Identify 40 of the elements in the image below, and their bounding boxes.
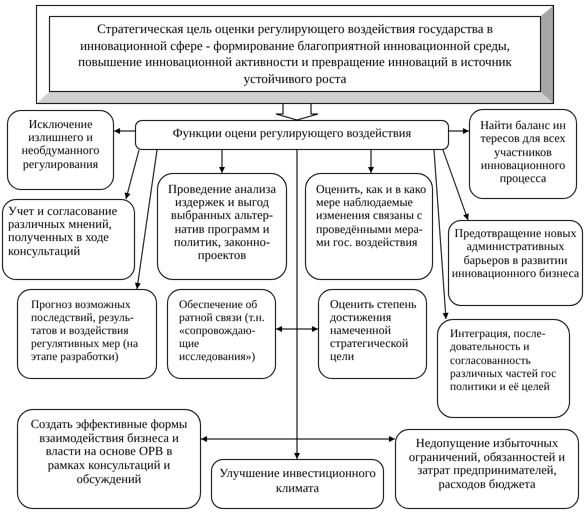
rounded-box (395, 429, 579, 509)
box-text: Исключение излишнего и необдуманного регулирования (20, 118, 100, 171)
rounded-box (17, 289, 157, 379)
rounded-box (135, 120, 449, 150)
rounded-box (211, 459, 384, 509)
block-arrow (276, 104, 318, 121)
arrow (368, 150, 374, 174)
rounded-box (157, 173, 287, 280)
rounded-box (7, 110, 114, 190)
box-text: Оценить, как и в како мере наблюдаемые изменения связаны с проведёнными мера- ми гос. воздействия (316, 183, 428, 250)
arrow (219, 150, 225, 174)
arrow (442, 150, 469, 220)
rounded-box (2, 199, 135, 280)
rounded-box (17, 409, 201, 509)
box-text: Функции оцени регулирующего воздействия (172, 127, 412, 140)
banner-text: Стратегическая цель оценки регулирующего воздействия государства в инновационной сфере - формирование благоприятной инновационной среды, повышение инновационной активности и превращение инноваций в источник устойчивого роста (77, 21, 513, 87)
rounded-box (448, 220, 583, 306)
box-text: Прогноз возможных последствий, резуль- татов и воздействия регулятивных мер (на этапе разработки) (31, 299, 140, 364)
rounded-box (167, 289, 276, 379)
rounded-box (318, 289, 427, 379)
box-text: Обеспечение об ратной связи (т.н. «сопровождаю- щие исследования») (179, 299, 266, 364)
box-text: Недопущение избыточных ограничений, обязанностей и затрат предпринимателей, расходов бюджета (408, 437, 566, 492)
box-text: Проведение анализа издержек и выгод выбранных альтер- натив программ и политик, законно- проектов (166, 183, 277, 262)
rounded-box (305, 173, 433, 280)
box-text: Оценить степень достижения намеченной стратегической цели (330, 298, 418, 364)
arrow (124, 150, 140, 200)
box-text: Учет и согласование различных мнений, полученных в ходе консультаций (8, 205, 118, 258)
arrow (114, 128, 136, 134)
arrow (294, 150, 300, 460)
box-text: Создать эффективные формы взаимодействия бизнеса и власти на основе ОРВ в рамках консультаций и обсуждений (30, 418, 188, 487)
box-text: Улучшение инвестиционного климата (218, 466, 377, 496)
box-text: Предотвращение новых административных барьеров в развитии инновационного бизнеса (451, 227, 580, 280)
rounded-box (469, 109, 577, 199)
box-text: Интеграция, после- довательность и согласованность различных частей гос политики и её целей (450, 328, 558, 394)
rounded-box (437, 319, 570, 418)
beveled-frame (36, 5, 554, 104)
arrow (448, 128, 470, 134)
box-text: Найти баланс ин тересов для всех участников инновационного процесса (479, 119, 567, 186)
arrow (134, 150, 158, 290)
arrow (434, 150, 449, 320)
